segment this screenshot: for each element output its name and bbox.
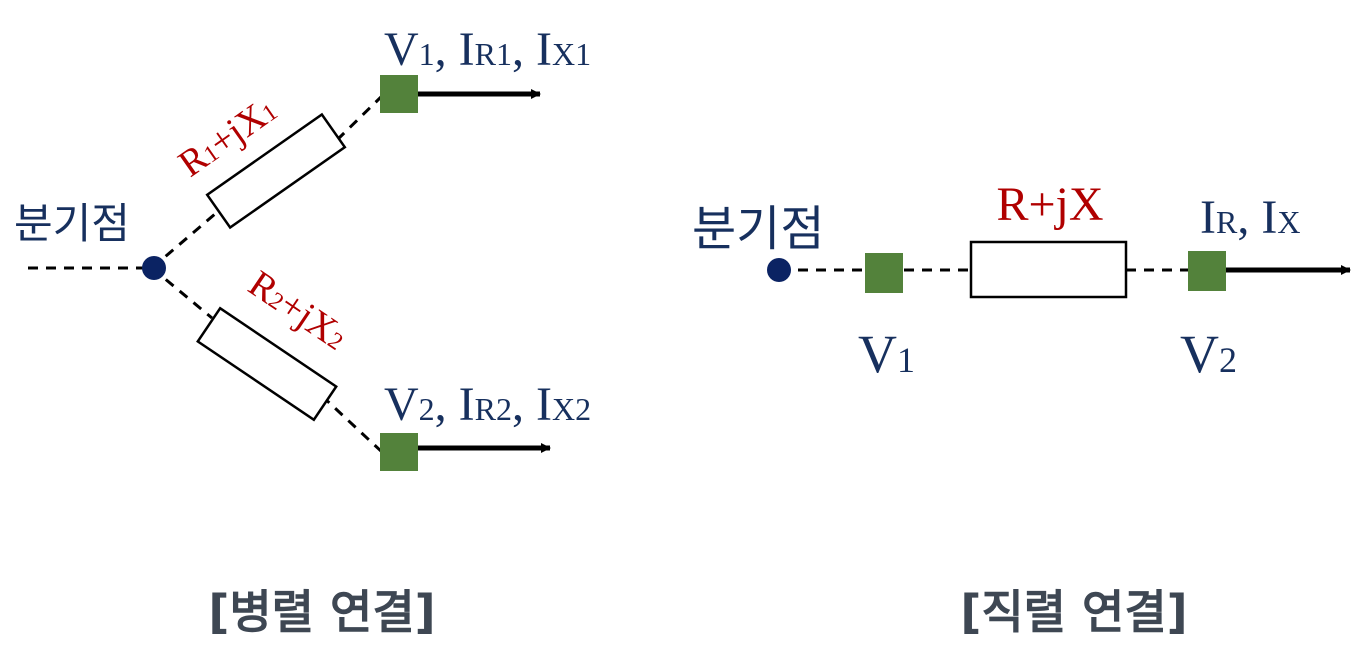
parallel-top-resistor	[205, 112, 347, 230]
parallel-top-node	[380, 75, 418, 113]
parallel-caption: [병렬 연결]	[208, 585, 435, 639]
parallel-diagram: 분기점 R1+jX1 R2+jX2 V1, IR1, IX1 V2, IR2, …	[14, 23, 591, 639]
parallel-branch-label: 분기점	[14, 199, 130, 248]
series-node-1-label: V1	[858, 324, 915, 384]
series-resistor-label: R+jX	[996, 178, 1103, 231]
series-current-label: IR, IX	[1200, 191, 1300, 244]
parallel-bottom-wire-b	[320, 394, 384, 454]
parallel-top-wire-a	[151, 212, 216, 270]
parallel-branch-point	[142, 256, 166, 280]
series-branch-label: 분기점	[692, 201, 824, 257]
parallel-top-wire-b	[335, 94, 384, 142]
series-branch-point	[767, 258, 791, 282]
series-caption: [직렬 연결]	[960, 585, 1187, 639]
parallel-bottom-node-label: V2, IR2, IX2	[384, 378, 591, 431]
parallel-bottom-resistor	[196, 306, 338, 422]
parallel-bottom-node	[380, 433, 418, 471]
series-node-2-label: V2	[1180, 324, 1237, 384]
series-resistor	[969, 240, 1128, 299]
series-diagram: 분기점 R+jX IR, IX V1 V2 [직렬 연결]	[692, 178, 1351, 639]
parallel-bottom-wire-a	[151, 266, 213, 320]
series-node-2	[1188, 251, 1226, 291]
parallel-top-resistor-label: R1+jX1	[171, 89, 284, 186]
series-node-1	[865, 253, 903, 293]
parallel-top-node-label: V1, IR1, IX1	[384, 23, 591, 76]
